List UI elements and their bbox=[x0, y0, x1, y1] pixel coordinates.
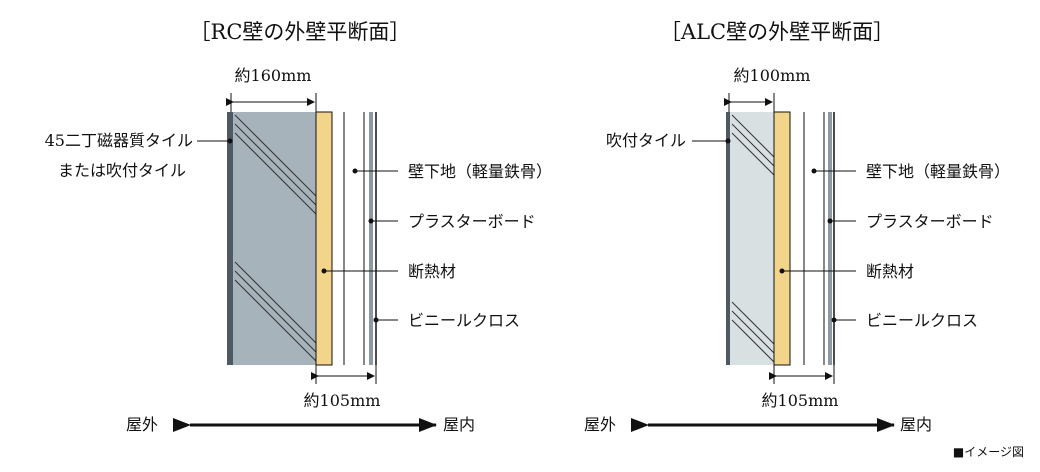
rc-plasterboard bbox=[369, 112, 373, 365]
rc-label-insulation: 断熱材 bbox=[408, 262, 456, 281]
alc-title: ［ALC壁の外壁平断面］ bbox=[660, 20, 894, 44]
alc-left-leader-dot bbox=[725, 138, 731, 144]
rc-dim-top-label: 約160mm bbox=[235, 66, 312, 85]
rc-label-steel: 壁下地（軽量鉄骨） bbox=[408, 162, 552, 181]
rc-left-leader-dot bbox=[227, 138, 233, 144]
rc-dim-bottom-label: 約105mm bbox=[304, 391, 381, 410]
alc-hatch-lower bbox=[731, 301, 775, 363]
rc-hatch-lower bbox=[234, 261, 317, 362]
alc-dim-top-label: 約100mm bbox=[734, 66, 811, 85]
alc-label-insulation: 断熱材 bbox=[866, 262, 914, 281]
alc-section: ［ALC壁の外壁平断面］ 約100mm 吹付タイル 壁 bbox=[584, 20, 1010, 434]
alc-insulation-layer bbox=[773, 111, 791, 366]
rc-tile-layer bbox=[227, 112, 233, 365]
rc-hatch-upper bbox=[234, 114, 317, 215]
rc-label-board: プラスターボード bbox=[408, 212, 536, 231]
image-note: ■イメージ図 bbox=[953, 445, 1024, 459]
rc-left-label-line1: 45二丁磁器質タイル bbox=[45, 131, 193, 150]
rc-section: ［RC壁の外壁平断面］ 約160mm 45二丁磁器質タイル または吹付タイル bbox=[45, 20, 552, 434]
alc-label-board: プラスターボード bbox=[866, 212, 994, 231]
alc-panel bbox=[729, 112, 774, 365]
rc-insulation-layer bbox=[315, 111, 333, 366]
alc-outdoor-label: 屋外 bbox=[584, 415, 616, 434]
alc-dim-bottom-label: 約105mm bbox=[762, 391, 839, 410]
alc-indoor-label: 屋内 bbox=[900, 415, 932, 434]
rc-concrete-wall bbox=[231, 112, 316, 365]
rc-indoor-label: 屋内 bbox=[443, 415, 475, 434]
alc-left-label: 吹付タイル bbox=[606, 131, 686, 150]
alc-spray-tile-layer bbox=[726, 112, 730, 365]
alc-label-steel: 壁下地（軽量鉄骨） bbox=[866, 162, 1010, 181]
rc-left-label-line2: または吹付タイル bbox=[58, 161, 186, 180]
rc-label-cloth: ビニールクロス bbox=[408, 311, 520, 330]
alc-hatch-upper bbox=[731, 114, 775, 176]
rc-title: ［RC壁の外壁平断面］ bbox=[190, 20, 411, 44]
alc-label-cloth: ビニールクロス bbox=[866, 311, 978, 330]
rc-outdoor-label: 屋外 bbox=[126, 415, 158, 434]
alc-plasterboard bbox=[828, 112, 832, 365]
